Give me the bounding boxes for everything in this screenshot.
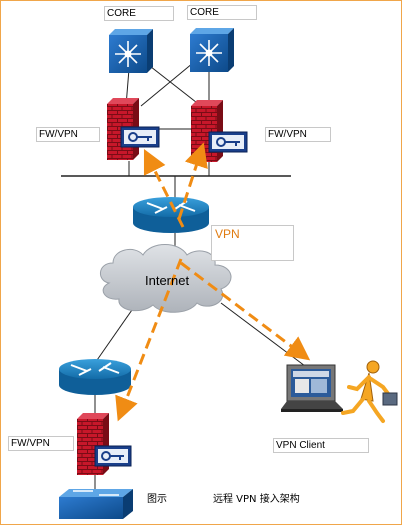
vpn-client-laptop-icon [281,364,343,412]
tunnel-internet-to-remote-fw [115,258,183,422]
internet-label: Internet [145,273,190,288]
vpn-key-remote-icon [94,445,132,467]
remote-router-icon [59,359,131,395]
vpn-router-icon [133,197,209,233]
remote-switch-icon [59,489,133,519]
internet-cloud-icon [100,244,232,313]
core-left-label: CORE [104,6,174,21]
vpn-key-right-icon [208,131,248,153]
tunnel-internet-to-client [180,261,311,361]
caption-title: 远程 VPN 接入架构 [213,494,300,505]
firewall-right-icon [191,100,223,162]
vpn-tunnels [115,142,311,422]
fw-right-label: FW/VPN [265,127,331,142]
vpn-client-label: VPN Client [273,438,369,453]
tunnel-to-fw-left [143,148,185,228]
caption-prefix: 图示 [147,494,167,505]
core-crosslink-left [145,62,202,107]
core-switch-right-icon [190,28,234,72]
tunnel-to-fw-right [177,142,208,220]
internet-to-vpn-client-link [220,302,310,370]
core-switch-left-icon [109,29,153,73]
vpn-key-left-icon [120,126,160,148]
fw-bottom-label: FW/VPN [8,436,74,451]
core-right-label: CORE [187,5,257,20]
fw-left-label: FW/VPN [36,127,100,142]
core-crosslink-right [140,62,194,107]
running-user-icon [341,360,398,423]
vpn-label: VPN [211,225,294,261]
